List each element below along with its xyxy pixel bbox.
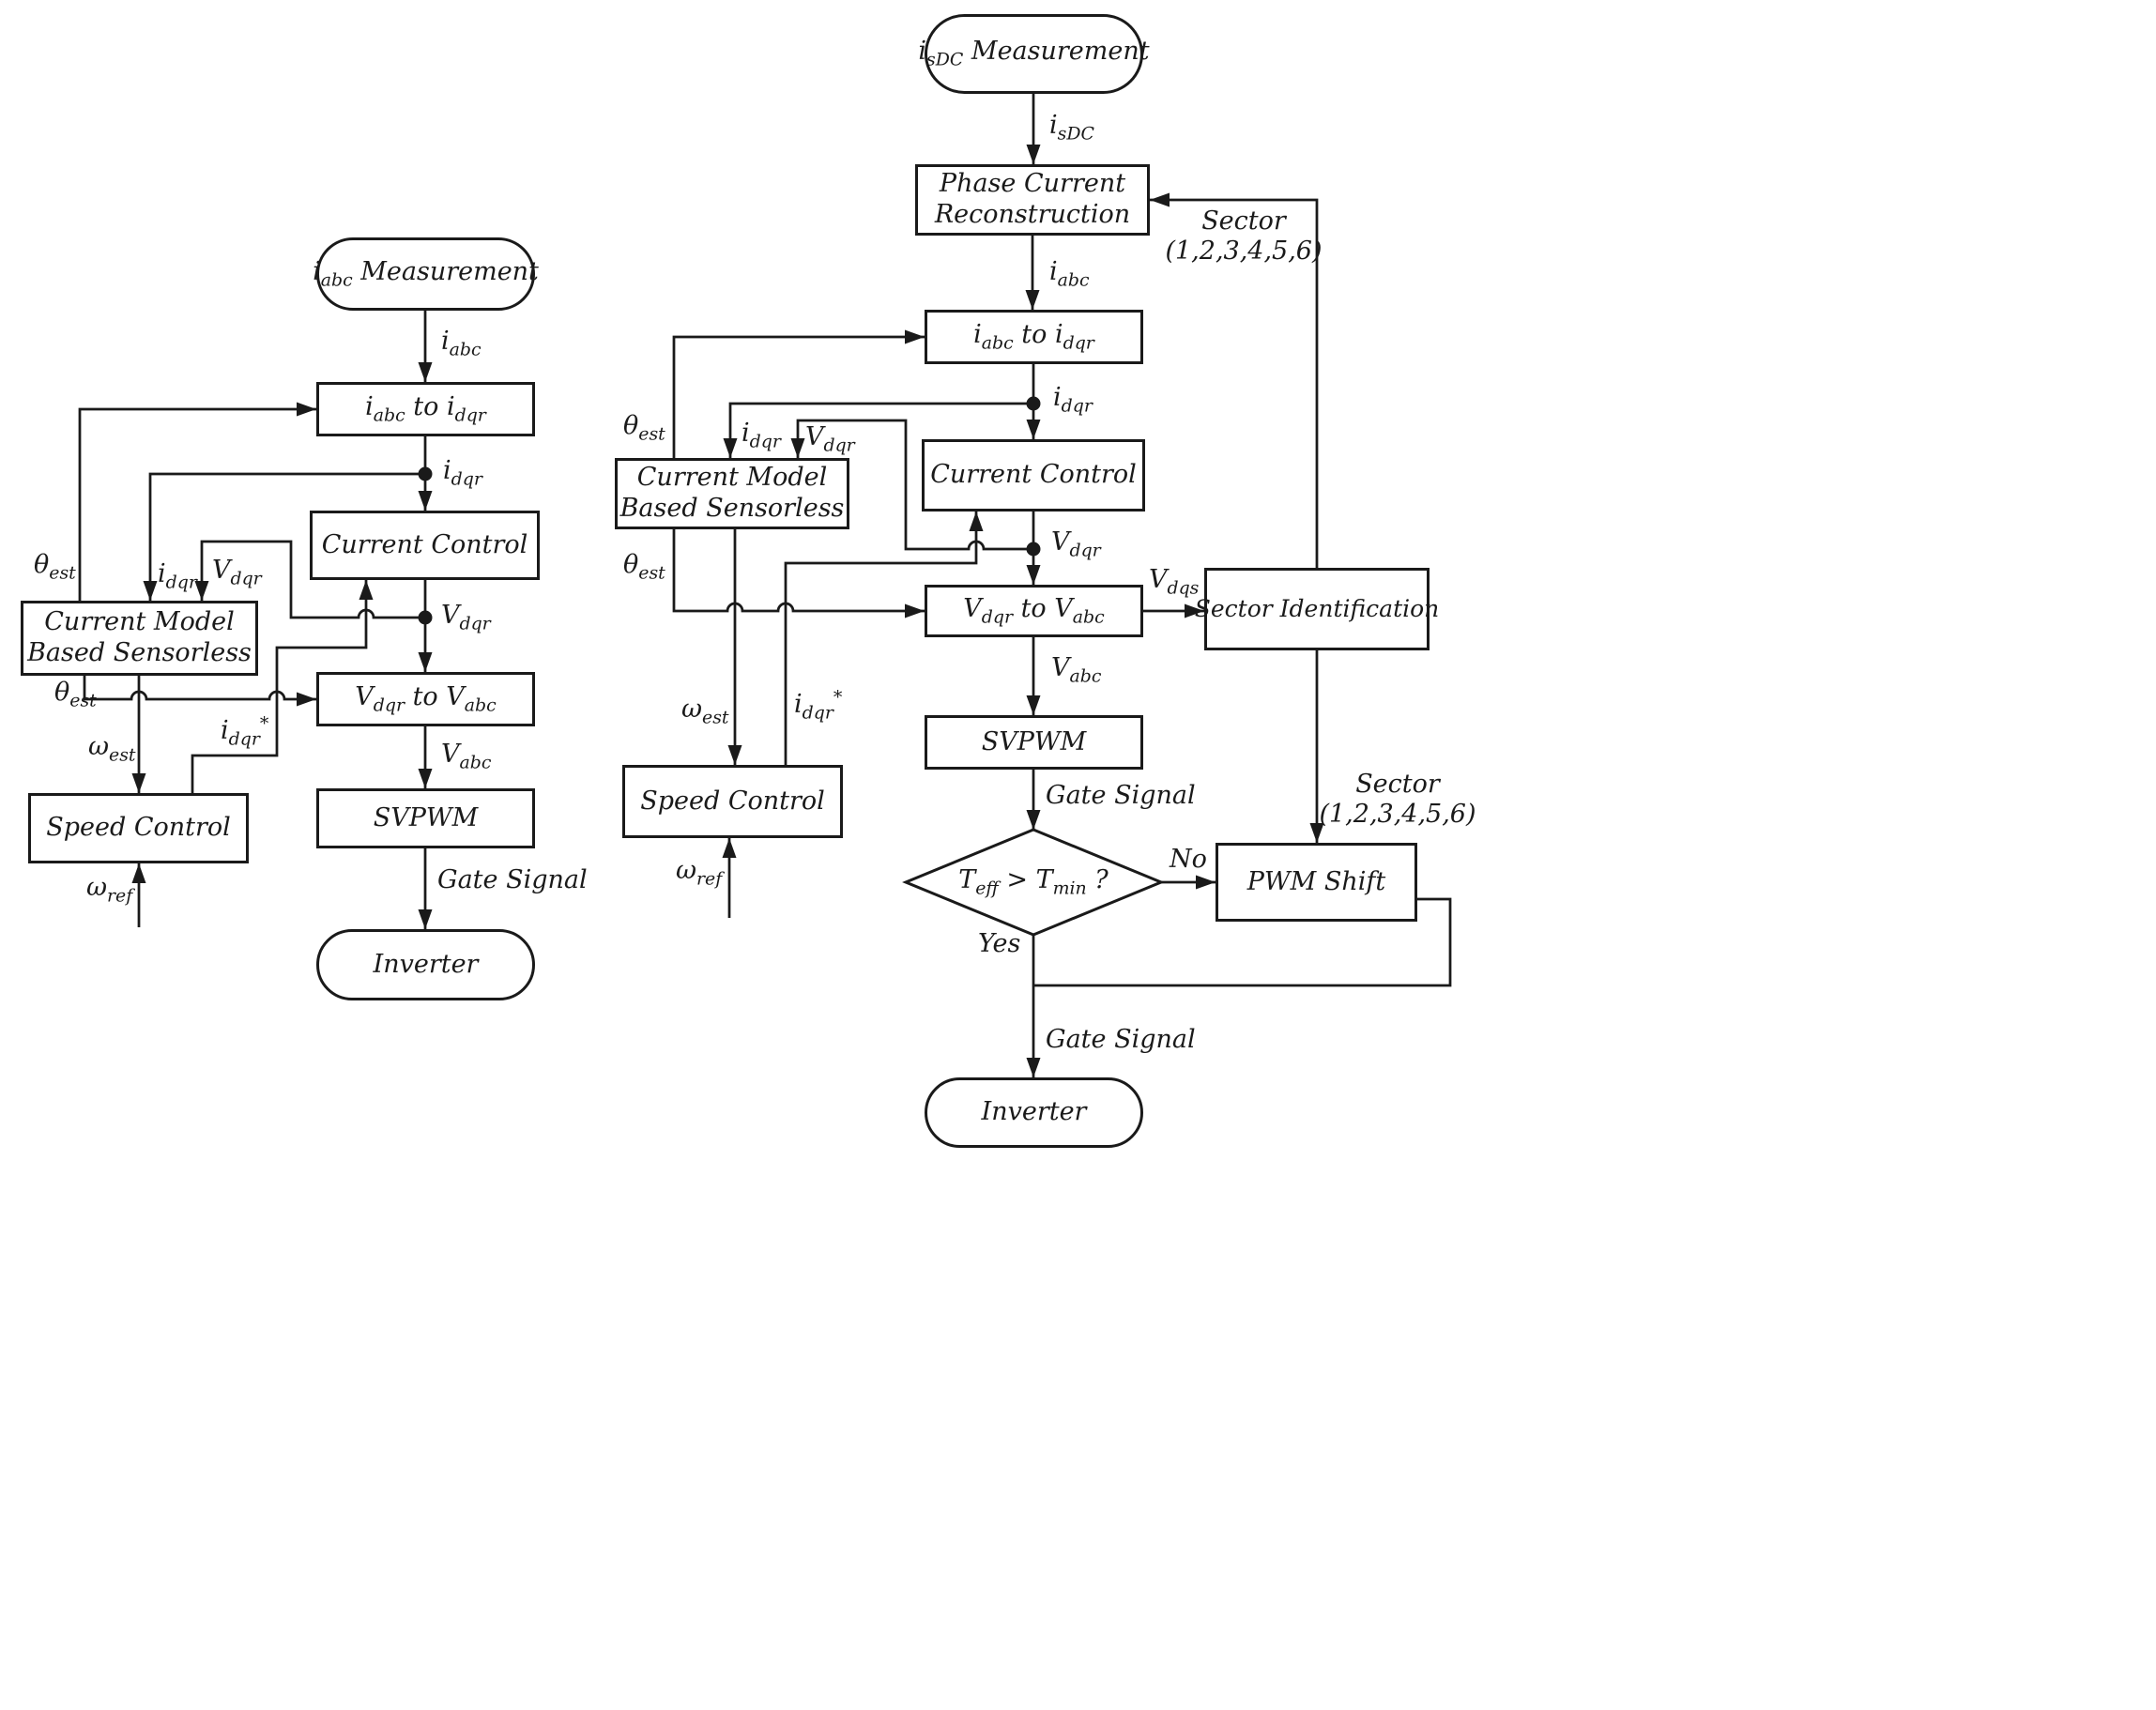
edge-label-sector-bottom-line2: (1,2,3,4,5,6) — [1319, 800, 1476, 830]
node-inverter-left: Inverter — [316, 929, 535, 1000]
edge-label-theta-est-bottom-right: θest — [623, 550, 665, 584]
edge-label-gate-signal-bottom-right: Gate Signal — [1046, 1025, 1196, 1054]
edge-label-iabc-left: iabc — [441, 327, 482, 360]
edge-vdqr-feedback-left — [194, 540, 424, 619]
node-decision-label: Teff > Tmin ? — [958, 865, 1109, 899]
edge-label-omega-est-right: ωest — [681, 695, 729, 728]
edge-theta-est-to-abc2dqr-left — [78, 402, 316, 601]
node-dqr2abc-left-label: Vdqr to Vabc — [355, 681, 497, 716]
edge-label-vabc-right: Vabc — [1051, 653, 1102, 687]
edge-label-sector-top-line2: (1,2,3,4,5,6) — [1165, 237, 1323, 267]
edge-theta-est-to-dqr2abc-left — [83, 676, 316, 707]
edge-label-gate-signal-top-right: Gate Signal — [1046, 781, 1196, 810]
edge-label-vdqr-left: Vdqr — [441, 601, 491, 634]
edge-label-sector-bottom: Sector (1,2,3,4,5,6) — [1318, 770, 1477, 831]
node-abc2dqr-left: iabc to idqr — [316, 382, 535, 436]
node-speed-control-right-label: Speed Control — [640, 786, 825, 816]
edge-label-vdqr-fb-left: Vdqr — [212, 556, 262, 589]
left-diagram-wires — [78, 311, 433, 929]
edge-label-vdqs: Vdqs — [1149, 565, 1200, 599]
edge-label-isdc: isDC — [1049, 111, 1094, 145]
node-dqr2abc-right-label: Vdqr to Vabc — [963, 593, 1105, 628]
node-svpwm-left: SVPWM — [316, 788, 535, 848]
node-current-control-left: Current Control — [310, 511, 540, 580]
edge-idqr-feedback-left — [143, 472, 425, 601]
node-sensorless-left-line2: Based Sensorless — [27, 638, 252, 667]
edge-label-omega-ref-left: ωref — [86, 873, 133, 907]
node-speed-control-left: Speed Control — [28, 793, 249, 863]
edge-label-idqr-fb-left: idqr — [158, 559, 197, 593]
edge-theta-est-to-dqr2abc-right — [672, 529, 925, 618]
node-reconstruction-line2: Reconstruction — [934, 200, 1131, 229]
edge-label-sector-bottom-line1: Sector — [1355, 770, 1440, 799]
node-sensorless-left-line1: Current Model — [44, 607, 235, 637]
node-abc2dqr-left-label: iabc to idqr — [365, 391, 486, 426]
edge-label-vdqr-fb-right: Vdqr — [805, 422, 855, 456]
junction-dot-vdqr-left — [418, 610, 433, 625]
edge-label-idqr-right: idqr — [1053, 383, 1093, 417]
edge-label-omega-est-left: ωest — [88, 732, 136, 766]
node-svpwm-right-label: SVPWM — [981, 726, 1087, 756]
node-pwm-shift: PWM Shift — [1216, 843, 1417, 922]
node-speed-control-right: Speed Control — [622, 765, 843, 838]
edge-label-theta-est-bottom-left: θest — [54, 678, 97, 711]
edge-vdqr-feedback-right — [790, 419, 1033, 551]
edge-label-idqr-fb-right: idqr — [742, 419, 781, 452]
node-current-control-right-label: Current Control — [930, 460, 1137, 490]
edge-label-sector-top: Sector (1,2,3,4,5,6) — [1164, 206, 1323, 267]
junction-dot-idqr-left — [418, 466, 433, 481]
edge-label-vdqr-right: Vdqr — [1051, 527, 1101, 561]
node-dqr2abc-right: Vdqr to Vabc — [925, 585, 1143, 637]
edge-label-vabc-left: Vabc — [441, 740, 492, 773]
node-reconstruction-line1: Phase Current — [939, 169, 1126, 199]
node-sensorless-right: Current Model Based Sensorless — [615, 458, 849, 529]
node-sensorless-left: Current Model Based Sensorless — [21, 601, 258, 676]
node-abc2dqr-right: iabc to idqr — [925, 310, 1143, 364]
edge-label-gate-signal-left: Gate Signal — [437, 865, 588, 894]
node-inverter-right: Inverter — [925, 1077, 1143, 1148]
node-svpwm-left-label: SVPWM — [373, 802, 479, 832]
node-iabc-measurement: iabc Measurement — [313, 237, 539, 311]
node-isdc-measurement: isDC Measurement — [918, 14, 1150, 94]
edge-label-theta-est-top-right: θest — [623, 411, 665, 445]
edge-label-no: No — [1170, 845, 1207, 874]
node-sector-identification: Sector Identification — [1195, 568, 1439, 650]
edge-idqr-feedback-right — [723, 402, 1033, 458]
node-dqr2abc-left: Vdqr to Vabc — [316, 672, 535, 726]
node-sensorless-right-line2: Based Sensorless — [619, 494, 845, 523]
node-phase-current-reconstruction: Phase Current Reconstruction — [915, 164, 1150, 236]
node-abc2dqr-right-label: iabc to idqr — [973, 319, 1094, 354]
node-svpwm-right: SVPWM — [925, 715, 1143, 770]
edge-label-sector-top-line1: Sector — [1201, 206, 1286, 236]
right-diagram-wires — [672, 94, 1452, 1077]
node-isdc-measurement-label: isDC Measurement — [918, 37, 1150, 70]
node-speed-control-left-label: Speed Control — [46, 813, 231, 843]
edge-label-idqr-ref-left: idqr* — [221, 713, 269, 750]
edge-label-omega-ref-right: ωref — [676, 856, 723, 890]
node-current-control-right: Current Control — [922, 439, 1145, 511]
edge-sector-to-reconstruction — [1150, 192, 1319, 568]
edge-theta-est-to-abc2dqr-right — [672, 329, 925, 458]
node-iabc-measurement-label: iabc Measurement — [313, 256, 539, 291]
edge-label-iabc-right: iabc — [1049, 257, 1090, 291]
edge-label-theta-est-top-left: θest — [34, 550, 76, 584]
node-current-control-left-label: Current Control — [321, 529, 528, 559]
node-inverter-right-label: Inverter — [981, 1097, 1087, 1127]
node-inverter-left-label: Inverter — [373, 949, 479, 979]
edge-label-idqr-ref-right: idqr* — [794, 687, 843, 724]
edge-pwm-shift-merge — [1033, 897, 1452, 987]
edge-idqr-ref-right — [784, 511, 984, 765]
node-pwm-shift-label: PWM Shift — [1246, 866, 1386, 896]
junction-dot-idqr-right — [1026, 396, 1041, 411]
node-sensorless-right-line1: Current Model — [636, 463, 828, 493]
edge-label-yes: Yes — [978, 929, 1021, 958]
edge-label-idqr-left: idqr — [443, 456, 482, 490]
decision-diamond — [902, 828, 1165, 937]
edge-idqr-ref-left — [191, 580, 374, 793]
junction-dot-vdqr-right — [1026, 542, 1041, 557]
node-sector-identification-label: Sector Identification — [1194, 594, 1440, 622]
